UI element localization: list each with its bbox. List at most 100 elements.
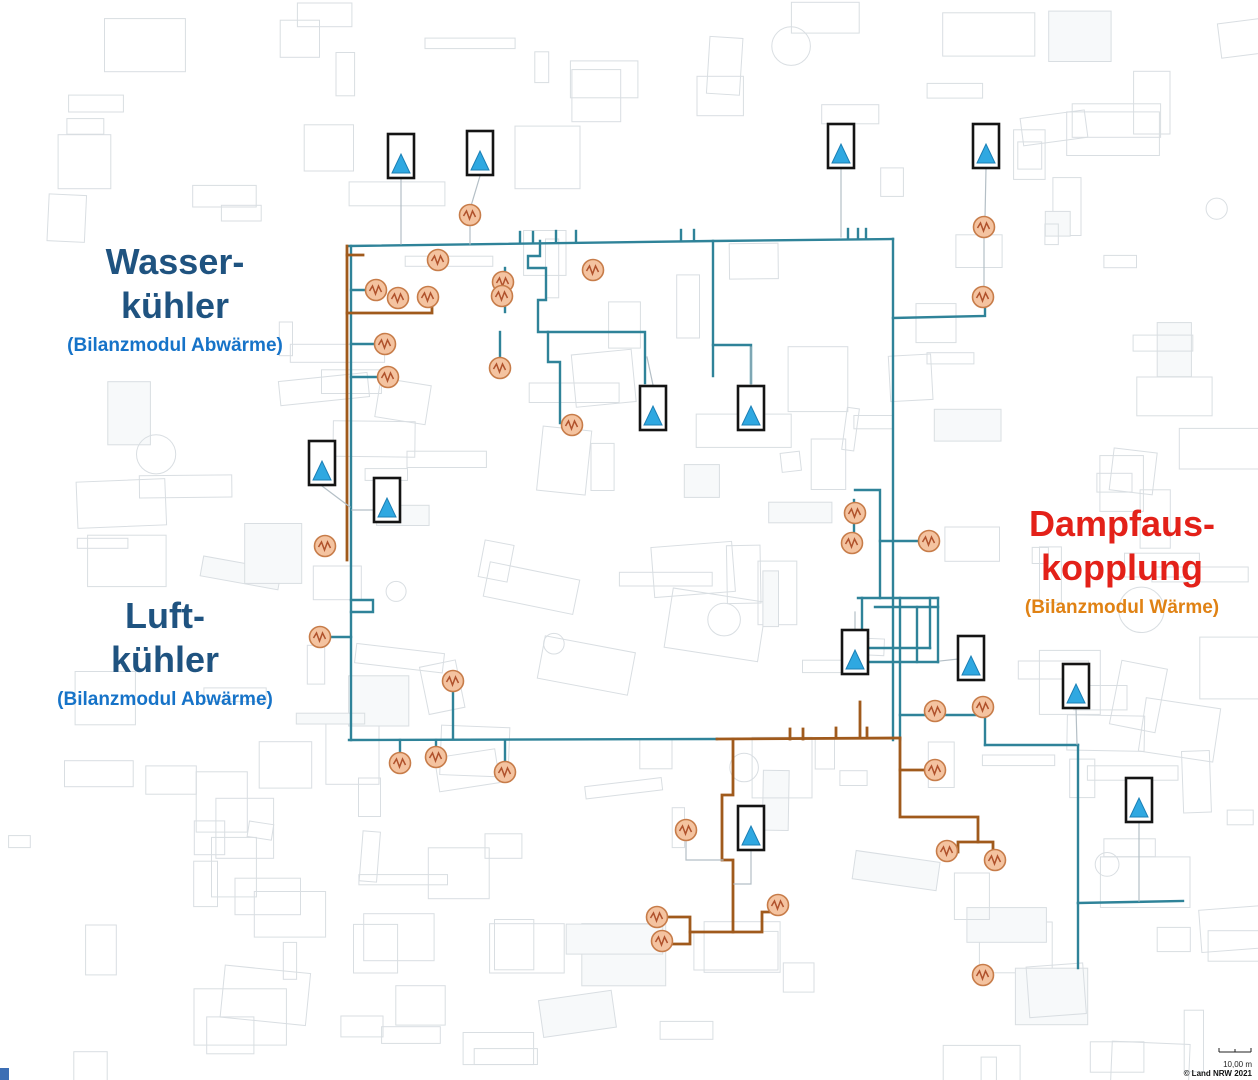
building-outline <box>545 238 560 299</box>
heat-exchanger-marker[interactable] <box>674 818 698 842</box>
heat-exchanger-circle <box>313 534 337 558</box>
building-outline <box>693 930 779 971</box>
triangle-icon <box>831 142 851 164</box>
heat-exchanger-marker[interactable] <box>766 893 790 917</box>
building-outline <box>473 1048 538 1065</box>
heat-exchanger-marker[interactable] <box>645 905 669 929</box>
heat-exchanger-marker[interactable] <box>308 625 332 649</box>
water-pipe <box>349 598 375 614</box>
building-outline <box>57 134 112 190</box>
heat-exchanger-marker[interactable] <box>971 963 995 987</box>
heat-exchanger-circle <box>971 963 995 987</box>
building-outline <box>981 754 1056 767</box>
heat-exchanger-marker[interactable] <box>972 215 996 239</box>
building-outline <box>880 167 904 197</box>
zigzag-icon <box>445 675 460 688</box>
triangle-icon <box>741 404 761 426</box>
heat-exchanger-marker[interactable] <box>935 839 959 863</box>
heat-exchanger-circle <box>416 285 440 309</box>
cooling-tower-marker[interactable] <box>971 122 1001 170</box>
building-outline <box>1099 856 1191 909</box>
building-outline <box>762 570 780 628</box>
heat-exchanger-marker[interactable] <box>458 203 482 227</box>
heat-exchanger-marker[interactable] <box>373 332 397 356</box>
building-outline <box>312 565 362 601</box>
marker-connector-line <box>321 485 351 508</box>
building-outline <box>406 450 487 469</box>
building-outline <box>650 540 736 599</box>
heat-exchanger-marker[interactable] <box>376 365 400 389</box>
building-outline <box>246 820 275 841</box>
cooling-tower-marker[interactable] <box>736 384 766 432</box>
heat-exchanger-marker[interactable] <box>488 356 512 380</box>
building-outline <box>374 377 432 426</box>
building-outline <box>839 770 868 787</box>
building-outline <box>74 671 136 726</box>
heat-exchanger-marker[interactable] <box>416 285 440 309</box>
heat-exchanger-marker[interactable] <box>426 248 450 272</box>
heat-exchanger-marker[interactable] <box>424 745 448 769</box>
zigzag-icon <box>377 338 392 351</box>
heat-exchanger-marker[interactable] <box>983 848 1007 872</box>
cooling-tower-marker[interactable] <box>956 634 986 682</box>
building-outline <box>1066 111 1160 156</box>
building-outline <box>104 18 186 73</box>
building-outline <box>703 921 781 973</box>
building-outline <box>1038 649 1101 715</box>
heat-exchanger-marker[interactable] <box>490 284 514 308</box>
water-pipe <box>347 737 719 742</box>
cooling-tower-marker[interactable] <box>840 628 870 676</box>
building-outline <box>220 204 262 222</box>
heat-exchanger-marker[interactable] <box>971 695 995 719</box>
zigzag-icon <box>497 766 512 779</box>
cooling-tower-marker[interactable] <box>465 129 495 177</box>
heat-exchanger-marker[interactable] <box>364 278 388 302</box>
cooling-tower-marker[interactable] <box>1061 662 1091 710</box>
building-outline <box>887 353 934 403</box>
building-outline <box>608 301 641 349</box>
building-outline <box>278 321 293 357</box>
cooling-tower-marker[interactable] <box>736 804 766 852</box>
zigzag-icon <box>975 701 990 714</box>
heat-exchanger-marker[interactable] <box>581 258 605 282</box>
heat-exchanger-marker[interactable] <box>917 529 941 553</box>
heat-exchanger-marker[interactable] <box>840 531 864 555</box>
building-outline <box>841 406 860 452</box>
building-outline <box>953 872 990 920</box>
cooling-tower-marker[interactable] <box>372 476 402 524</box>
building-outline <box>489 923 565 974</box>
building-outline <box>1031 546 1049 565</box>
heat-exchanger-marker[interactable] <box>388 751 412 775</box>
heat-exchanger-circle <box>766 893 790 917</box>
heat-exchanger-marker[interactable] <box>313 534 337 558</box>
building-outline <box>768 501 833 524</box>
heat-exchanger-marker[interactable] <box>971 285 995 309</box>
triangle-icon <box>377 496 397 518</box>
building-outline <box>659 1020 714 1040</box>
heat-exchanger-marker[interactable] <box>843 501 867 525</box>
water-pipe <box>526 239 574 425</box>
building-outline <box>569 60 639 99</box>
cooling-tower-marker[interactable] <box>307 439 337 487</box>
heat-exchanger-circle <box>493 760 517 784</box>
heat-exchanger-circle <box>560 413 584 437</box>
heat-exchanger-marker[interactable] <box>386 286 410 310</box>
building-outline <box>427 847 490 900</box>
cooling-tower-marker[interactable] <box>638 384 668 432</box>
heat-exchanger-marker[interactable] <box>441 669 465 693</box>
cooling-tower-marker[interactable] <box>386 132 416 180</box>
cooling-tower-marker[interactable] <box>826 122 856 170</box>
cooling-tower-marker[interactable] <box>1124 776 1154 824</box>
blue-corner-mark <box>0 1068 9 1080</box>
heat-exchanger-marker[interactable] <box>923 699 947 723</box>
zigzag-icon <box>390 292 405 305</box>
heat-exchanger-marker[interactable] <box>650 929 674 953</box>
heat-exchanger-marker[interactable] <box>560 413 584 437</box>
heat-exchanger-marker[interactable] <box>493 760 517 784</box>
marker-connector-line <box>470 175 481 207</box>
scale-label: 10,00 m <box>1223 1059 1252 1069</box>
building-outline <box>358 830 381 883</box>
heat-exchanger-marker[interactable] <box>923 758 947 782</box>
